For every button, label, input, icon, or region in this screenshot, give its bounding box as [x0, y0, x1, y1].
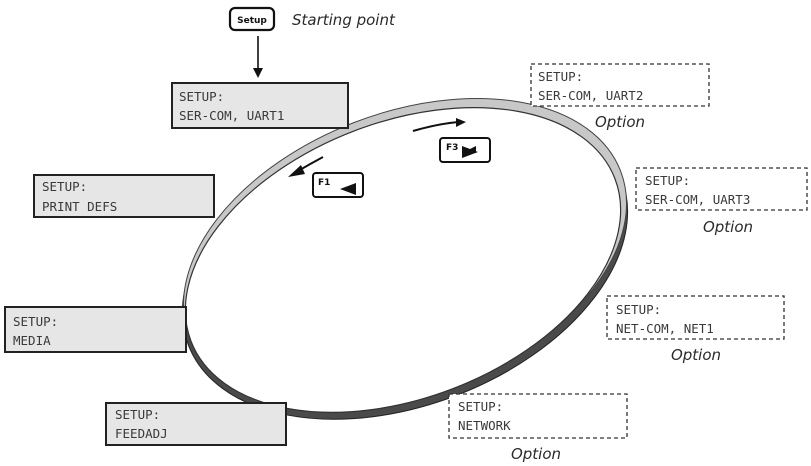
f1-key-label: F1: [318, 178, 330, 188]
menu-box-ser-com-uart3: SETUP: SER-COM, UART3: [635, 167, 808, 211]
svg-text:NET-COM, NET1: NET-COM, NET1: [616, 321, 714, 336]
menu-loop-ring: [181, 97, 629, 420]
f1-key: F1: [312, 172, 364, 198]
menu-box-ser-com-uart2: SETUP: SER-COM, UART2: [530, 63, 710, 107]
svg-text:SETUP:: SETUP:: [616, 302, 661, 317]
svg-text:SETUP:: SETUP:: [13, 314, 58, 329]
menu-box-feedadj: SETUP: FEEDADJ: [105, 402, 287, 446]
starting-point-caption: Starting point: [292, 11, 396, 29]
svg-text:SETUP:: SETUP:: [645, 173, 690, 188]
svg-text:SER-COM, UART3: SER-COM, UART3: [645, 192, 750, 207]
f3-forward-arrow: [412, 118, 466, 132]
start-down-arrow: [253, 36, 263, 78]
left-arrow-icon: [340, 183, 356, 195]
setup-key-label: Setup: [237, 16, 267, 26]
option-caption-uart3: Option: [703, 218, 753, 236]
svg-text:SER-COM, UART1: SER-COM, UART1: [179, 108, 284, 123]
svg-text:PRINT DEFS: PRINT DEFS: [42, 199, 117, 214]
svg-text:SETUP:: SETUP:: [179, 89, 224, 104]
right-arrow-icon: [462, 146, 478, 158]
option-caption-net1: Option: [671, 346, 721, 364]
f3-key-label: F3: [446, 143, 458, 153]
setup-key: Setup: [228, 6, 276, 32]
svg-text:SER-COM, UART2: SER-COM, UART2: [538, 88, 643, 103]
svg-text:SETUP:: SETUP:: [458, 399, 503, 414]
option-caption-network: Option: [511, 445, 561, 463]
f3-key: F3: [439, 137, 491, 163]
svg-text:SETUP:: SETUP:: [538, 69, 583, 84]
menu-box-print-defs: SETUP: PRINT DEFS: [33, 174, 215, 218]
svg-text:SETUP:: SETUP:: [115, 407, 160, 422]
svg-text:FEEDADJ: FEEDADJ: [115, 426, 168, 441]
f1-backward-arrow: [288, 156, 324, 177]
menu-box-network: SETUP: NETWORK: [448, 393, 628, 439]
svg-text:SETUP:: SETUP:: [42, 179, 87, 194]
menu-box-net-com-net1: SETUP: NET-COM, NET1: [606, 295, 785, 340]
svg-text:NETWORK: NETWORK: [458, 418, 511, 433]
option-caption-uart2: Option: [595, 113, 645, 131]
menu-box-ser-com-uart1: SETUP: SER-COM, UART1: [171, 82, 349, 129]
menu-box-media: SETUP: MEDIA: [4, 306, 187, 353]
svg-text:MEDIA: MEDIA: [13, 333, 51, 348]
